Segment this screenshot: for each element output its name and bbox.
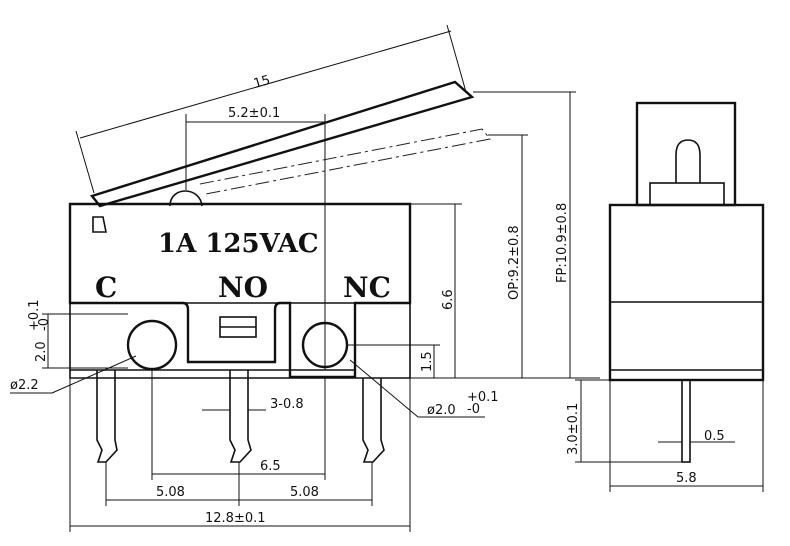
terminal-pin-no	[229, 370, 252, 463]
dim-hole-pitch: 6.5	[260, 459, 281, 474]
terminal-pin-c	[96, 370, 118, 463]
dim-body-width: 12.8±0.1	[205, 511, 266, 526]
dim-body-height: 6.6	[441, 289, 456, 310]
dim-side-width: 5.8	[676, 471, 697, 486]
dim-hole-dia-right-tol-minus: -0	[467, 402, 480, 417]
operating-lever-outline	[199, 128, 491, 195]
dim-lever-length: 15	[252, 73, 272, 92]
dim-hole-offset-tol-minus: -0	[37, 318, 52, 331]
dim-hole-dia-left: ø2.2	[10, 378, 39, 393]
dim-pin-length: 3.0±0.1	[566, 403, 581, 455]
dim-actuator-offset: 5.2±0.1	[228, 106, 280, 121]
dim-hole-dia-right-tol-plus: +0.1	[467, 390, 499, 405]
mount-hole-left	[126, 319, 178, 371]
side-pin	[681, 379, 691, 463]
actuator	[169, 190, 203, 207]
dim-pin-pitch-right: 5.08	[290, 485, 319, 500]
terminal-label-no: NO	[218, 271, 268, 304]
dim-hole-offset-tol-plus: +0.1	[27, 299, 42, 331]
dim-pin-pitch-left: 5.08	[156, 485, 185, 500]
dim-hole-dia-right: ø2.0	[427, 403, 456, 418]
side-actuator	[675, 139, 701, 183]
dim-hole-height: 1.5	[420, 351, 435, 372]
terminal-label-c: C	[95, 271, 117, 304]
lever	[89, 80, 475, 208]
terminal-pin-nc	[362, 378, 385, 463]
dim-free-position: FP:10.9±0.8	[555, 203, 570, 283]
terminal-label-nc: NC	[343, 271, 391, 304]
dim-operating-position: OP:9.2±0.8	[507, 225, 522, 300]
rating-label: 1A 125VAC	[158, 229, 319, 259]
orientation-mark	[92, 216, 107, 233]
dim-pin-thickness: 0.5	[704, 429, 725, 444]
dim-hole-offset: 2.0	[34, 341, 49, 362]
dim-pin-width: 3-0.8	[270, 397, 304, 412]
side-body	[608, 203, 765, 382]
front-dimensions: 15 5.2±0.1 6.6 1.5 OP:9.2±0.8 FP:10.9±0.…	[10, 24, 600, 532]
side-view: 3.0±0.1 0.5 5.8	[566, 101, 765, 492]
